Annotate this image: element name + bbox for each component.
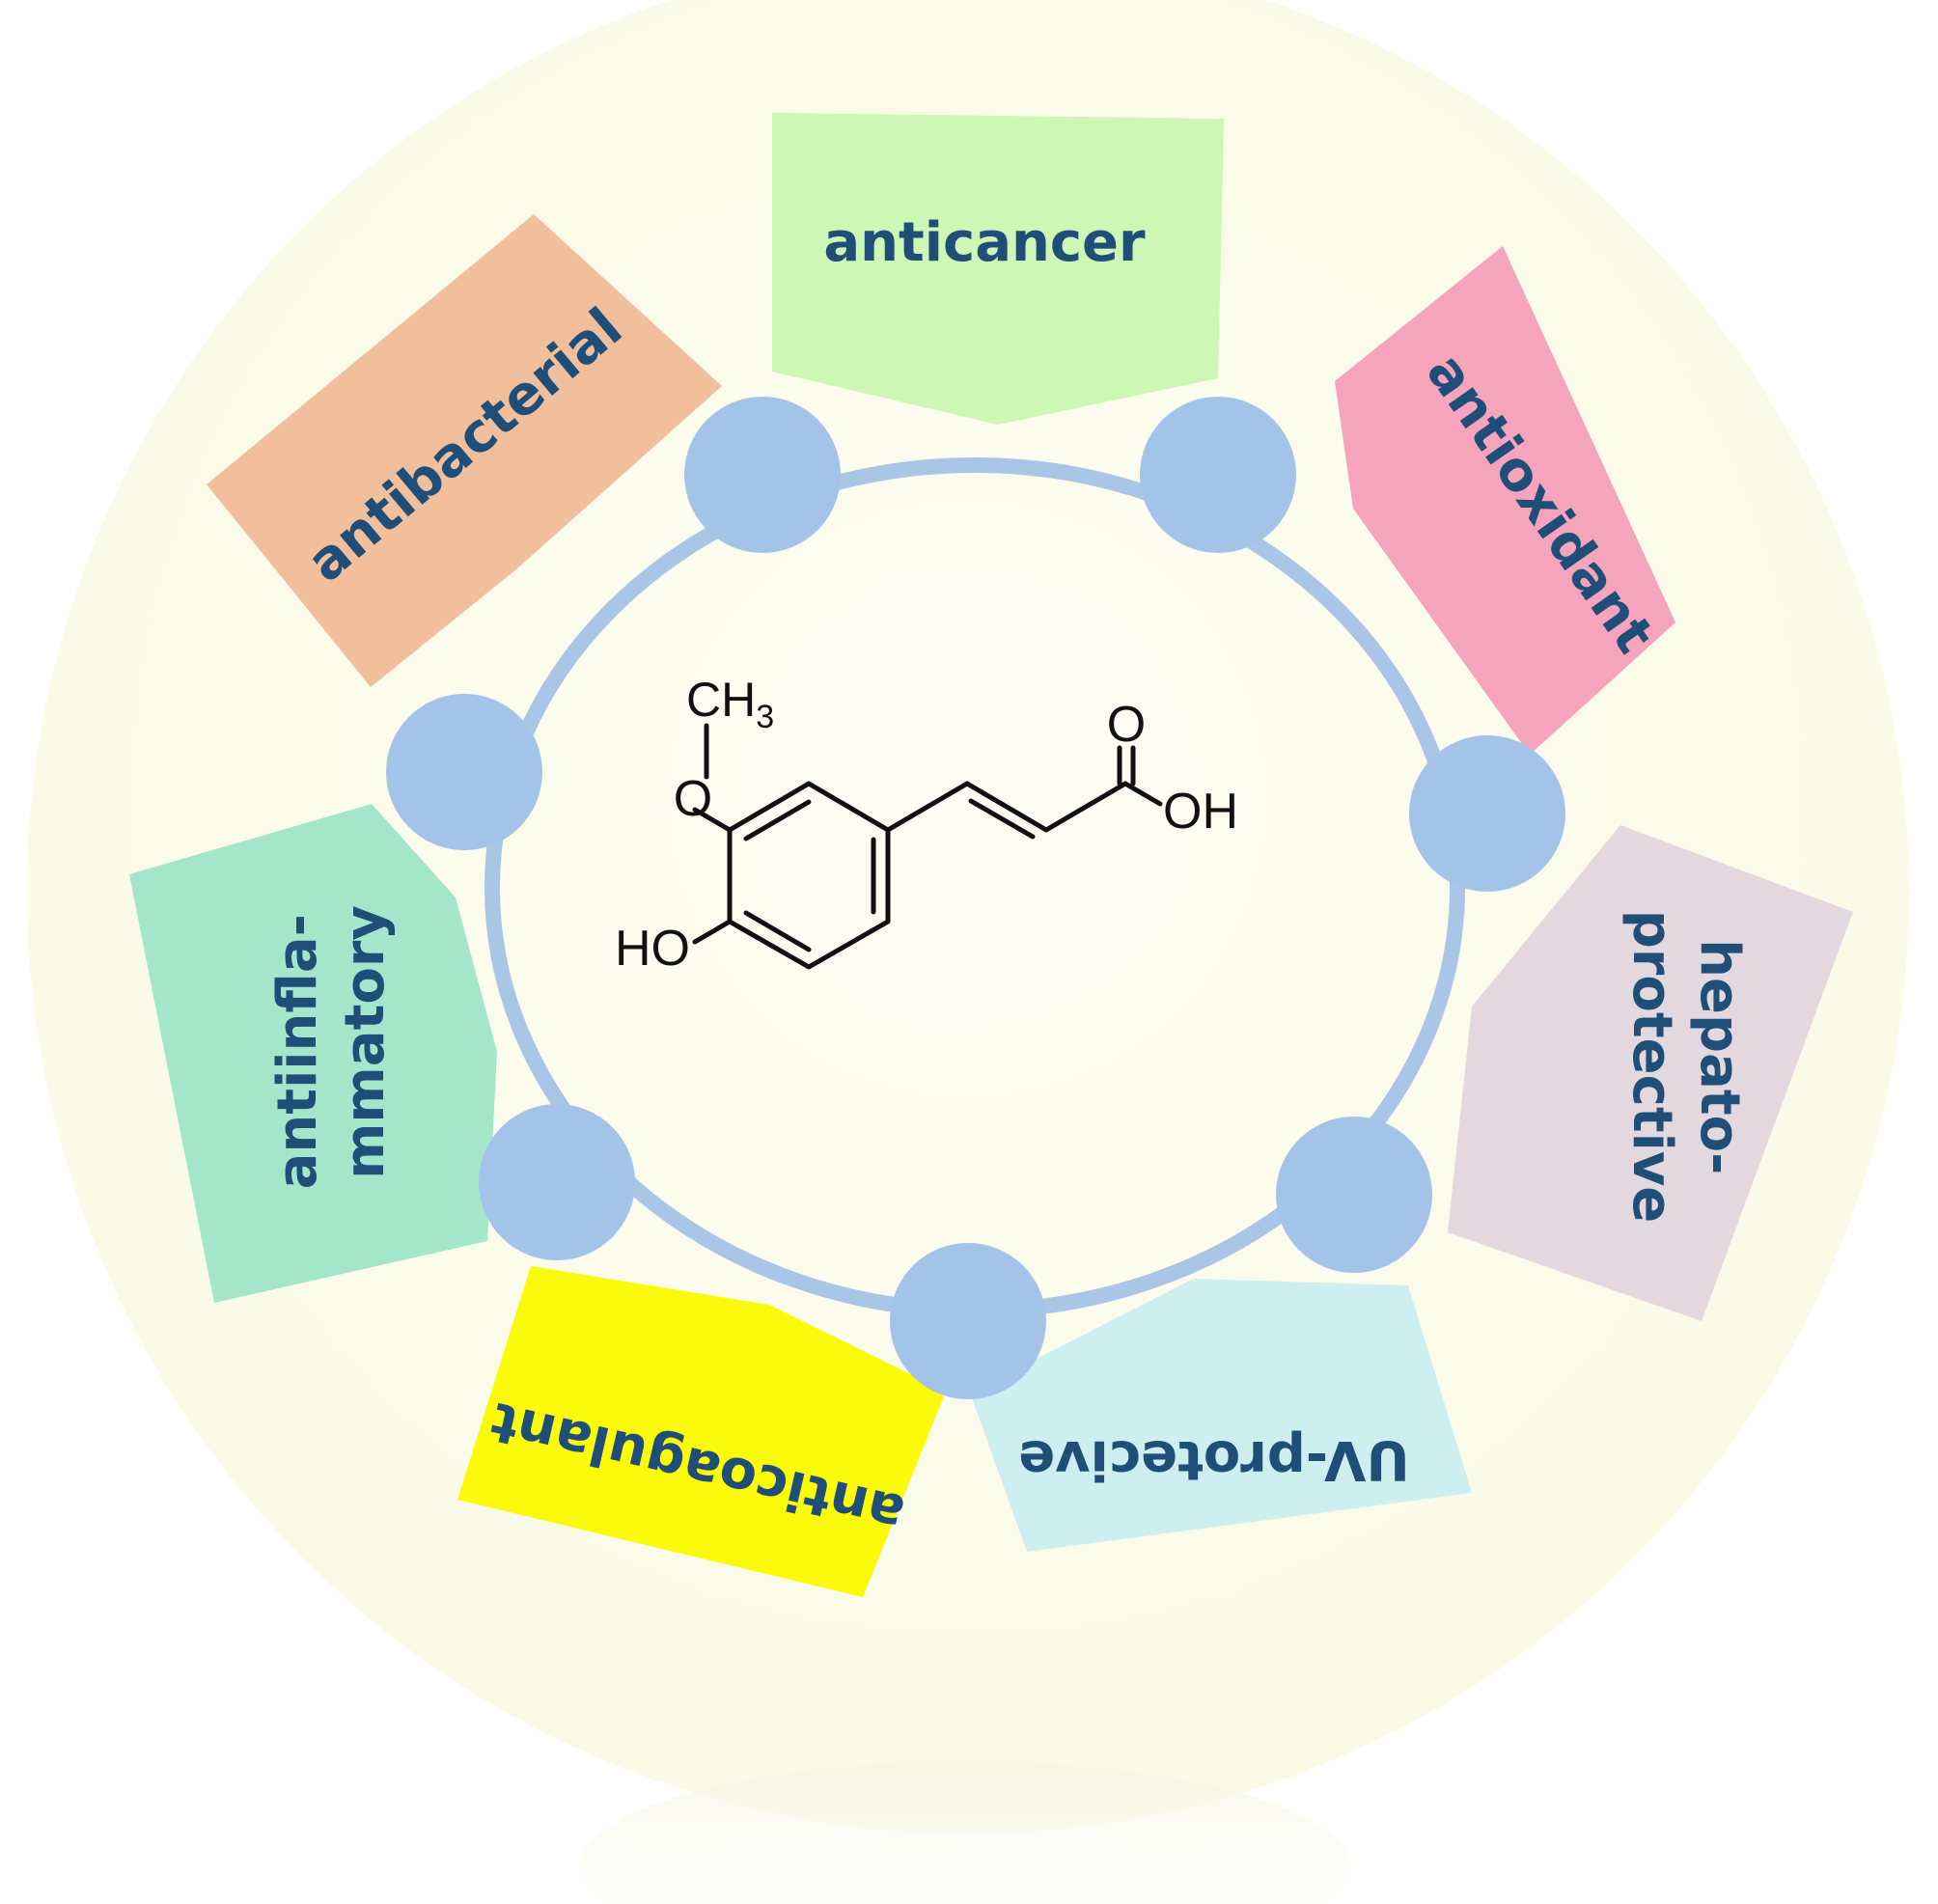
carbonyl-oxygen-label: O <box>1107 697 1146 753</box>
methyl-text: CH <box>686 673 756 727</box>
methyl-label: CH3 <box>686 673 774 735</box>
hepatoprotective-label-line-1: hepato- <box>1688 939 1751 1174</box>
antibacterial-shape <box>207 214 722 687</box>
ring-node <box>1140 397 1296 553</box>
antioxidant-shape <box>1335 246 1675 755</box>
methyl-subscript: 3 <box>756 699 774 735</box>
disc-reflection <box>579 1761 1351 1904</box>
aromatic-bond <box>743 799 812 842</box>
ferulic-acid-structure <box>692 723 1163 970</box>
bond-ring-o <box>692 807 733 833</box>
anticoagulant-shape <box>457 1266 946 1597</box>
ring-node <box>386 694 542 850</box>
bond-carboxyl-oh <box>1122 781 1163 807</box>
ether-oxygen-label: O <box>674 771 712 827</box>
structure-atom-labels: CH3 O HO O OH <box>615 673 1238 977</box>
hepatoprotective-label-line-2: protective <box>1620 910 1683 1224</box>
ring-nodes <box>386 397 1565 1399</box>
hepatoprotective-label: hepato- protective <box>1620 910 1751 1224</box>
antiinflammatory-label-line-1: antiinfla- <box>266 914 329 1189</box>
antiinflammatory-label: antiinfla- mmatory <box>266 896 397 1190</box>
bond-vinyl-double <box>964 781 1049 833</box>
antiinflammatory-shape <box>129 804 497 1303</box>
ring-node <box>1276 1117 1432 1273</box>
ring-node <box>684 397 841 553</box>
acid-oh-label: OH <box>1163 784 1238 840</box>
ring-node <box>890 1243 1046 1399</box>
uv-protective-label: UV-protecive <box>1018 1428 1410 1491</box>
uv-protective-label-line: UV-protecive <box>1018 1428 1410 1491</box>
phenol-label: HO <box>615 921 690 977</box>
property-shapes <box>129 113 1853 1597</box>
ring-node <box>479 1104 635 1260</box>
bond-vinyl-carboxyl <box>1043 781 1128 833</box>
antiinflammatory-label-line-2: mmatory <box>334 905 397 1179</box>
anticancer-label-line: anticancer <box>823 211 1146 274</box>
bond-ring-ho <box>692 919 733 945</box>
hepatoprotective-shape <box>1448 825 1853 1321</box>
uv-protective-shape <box>970 1279 1472 1552</box>
aromatic-bond <box>743 910 812 952</box>
anticancer-label: anticancer <box>823 211 1146 274</box>
bond-vinyl-double-inner <box>968 798 1036 840</box>
bond-ring-vinyl <box>885 781 970 833</box>
ring-node <box>1409 735 1565 892</box>
anticancer-shape <box>772 113 1224 425</box>
